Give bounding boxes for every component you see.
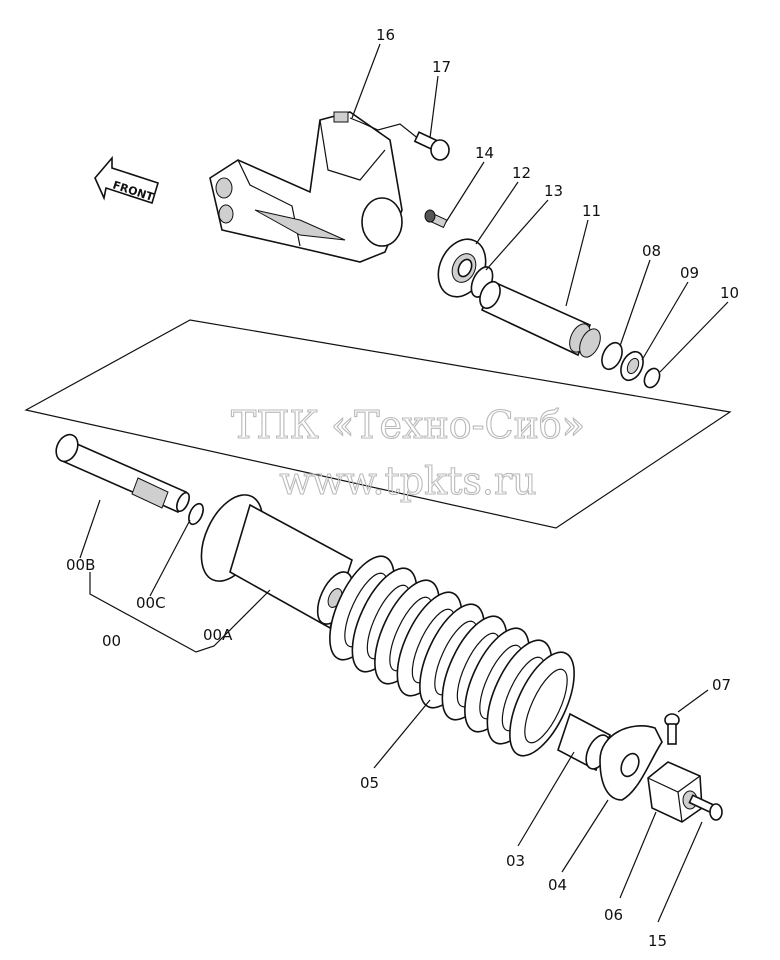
part-04-plate <box>599 725 663 801</box>
label-14: 14 <box>475 144 494 162</box>
part-11-shaft <box>479 280 601 358</box>
label-06: 06 <box>604 906 623 924</box>
label-03: 03 <box>506 852 525 870</box>
part-17-bolt <box>349 117 450 161</box>
label-09: 09 <box>680 264 699 282</box>
part-10-snap-ring <box>643 367 661 389</box>
part-15-fitting <box>688 794 723 821</box>
label-00: 00 <box>102 632 121 650</box>
label-12: 12 <box>512 164 531 182</box>
label-00C: 00C <box>136 594 166 612</box>
front-arrow: FRONT <box>94 155 159 205</box>
part-00C-o-ring <box>188 502 204 526</box>
label-17: 17 <box>432 58 451 76</box>
label-04: 04 <box>548 876 567 894</box>
label-16: 16 <box>376 26 395 44</box>
part-00A-cylinder <box>200 494 354 630</box>
part-labels: 16 17 14 12 13 11 08 09 10 00B 00C 00 00… <box>66 26 739 950</box>
part-09-washer <box>620 350 644 382</box>
part-16-bracket <box>209 111 403 263</box>
spring-coil-inner <box>524 668 568 744</box>
part-07-bolt <box>664 713 680 745</box>
label-07: 07 <box>712 676 731 694</box>
part-14-screw <box>424 209 448 229</box>
part-00B-pin <box>55 433 190 514</box>
exploded-view-frame <box>24 319 732 529</box>
watermark: ТПК «Техно-Сиб» www.tpkts.ru <box>230 402 585 503</box>
part-05-spring <box>329 555 575 757</box>
label-11: 11 <box>582 202 601 220</box>
label-13: 13 <box>544 182 563 200</box>
watermark-line-1: ТПК «Техно-Сиб» <box>231 403 585 447</box>
label-15: 15 <box>648 932 667 950</box>
leader-lines <box>79 43 729 923</box>
label-00B: 00B <box>66 556 95 574</box>
label-08: 08 <box>642 242 661 260</box>
label-10: 10 <box>720 284 739 302</box>
part-08-collar <box>601 341 623 371</box>
label-00A: 00A <box>203 626 233 644</box>
watermark-line-2: www.tpkts.ru <box>279 459 536 503</box>
spring-coil <box>509 651 575 757</box>
label-05: 05 <box>360 774 379 792</box>
